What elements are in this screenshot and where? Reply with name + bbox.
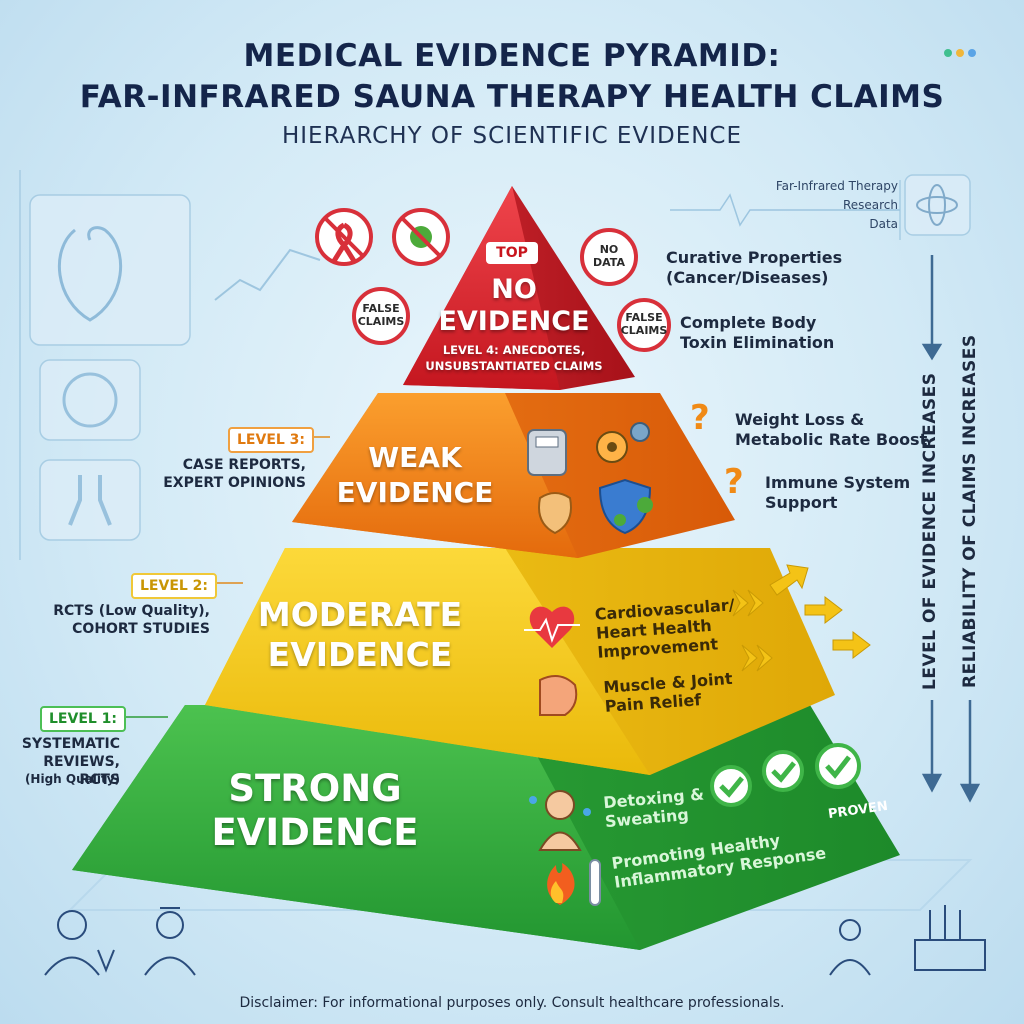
research-line-3: Data: [869, 217, 898, 231]
false-claims-badge-left: FALSE CLAIMS: [352, 287, 410, 345]
title-line-2: FAR-INFRARED SAUNA THERAPY HEALTH CLAIMS: [79, 79, 945, 115]
no-data-badge: NO DATA: [580, 228, 638, 286]
level-1-tag: LEVEL 1:: [40, 706, 127, 732]
side-label-reliability: RELIABILITY OF CLAIMS INCREASES: [960, 334, 980, 688]
top-tag: TOP: [486, 242, 538, 264]
subtitle: HIERARCHY OF SCIENTIFIC EVIDENCE: [281, 123, 743, 149]
weak-heading-line-1: WEAK: [368, 441, 462, 474]
level-3-desc-line-2: EXPERT OPINIONS: [163, 475, 306, 491]
level-1-desc-line-2: REVIEWS, RCTS: [43, 754, 120, 789]
level-1-desc-line-1: SYSTEMATIC: [21, 736, 120, 752]
level-1-desc-line-3: (High Quality): [24, 772, 120, 786]
top-heading-line-2: EVIDENCE: [438, 306, 590, 337]
research-line-1: Far-Infrared Therapy: [775, 179, 898, 193]
strong-heading-line-1: STRONG: [228, 767, 402, 810]
question-icon: ?: [690, 398, 710, 438]
moderate-heading-line-2: EVIDENCE: [267, 635, 453, 674]
level-3-desc-line-1: CASE REPORTS,: [182, 457, 306, 473]
claim-cardiovascular: Cardiovascular/ Heart Health Improvement: [594, 595, 736, 663]
claim-weight-loss: Weight Loss & Metabolic Rate Boost: [735, 410, 928, 449]
level-3-tag: LEVEL 3:: [228, 427, 315, 453]
level-2-tag: LEVEL 2:: [131, 573, 218, 599]
question-icon: ?: [724, 462, 744, 502]
title-line-1: MEDICAL EVIDENCE PYRAMID:: [243, 38, 781, 74]
disclaimer: Disclaimer: For informational purposes o…: [239, 995, 785, 1011]
top-heading-line-1: NO: [491, 274, 537, 305]
false-claims-badge-right: FALSE CLAIMS: [617, 298, 671, 352]
claim-toxin-elimination: Complete Body Toxin Elimination: [680, 313, 835, 352]
claim-immune-support: Immune System Support: [765, 473, 911, 512]
research-line-2: Research: [842, 198, 898, 212]
top-level-line-1: LEVEL 4: ANECDOTES,: [442, 343, 586, 357]
side-label-evidence: LEVEL OF EVIDENCE INCREASES: [920, 372, 940, 691]
strong-heading-line-2: EVIDENCE: [211, 811, 419, 854]
top-level-line-2: UNSUBSTANTIATED CLAIMS: [425, 359, 603, 373]
weak-heading-line-2: EVIDENCE: [336, 476, 494, 509]
claim-curative: Curative Properties (Cancer/Diseases): [666, 248, 843, 287]
window-dots: [944, 42, 980, 61]
moderate-heading-line-1: MODERATE: [257, 595, 463, 634]
level-2-desc-line-2: COHORT STUDIES: [72, 621, 210, 637]
level-2-desc-line-1: RCTS (Low Quality),: [53, 603, 210, 619]
